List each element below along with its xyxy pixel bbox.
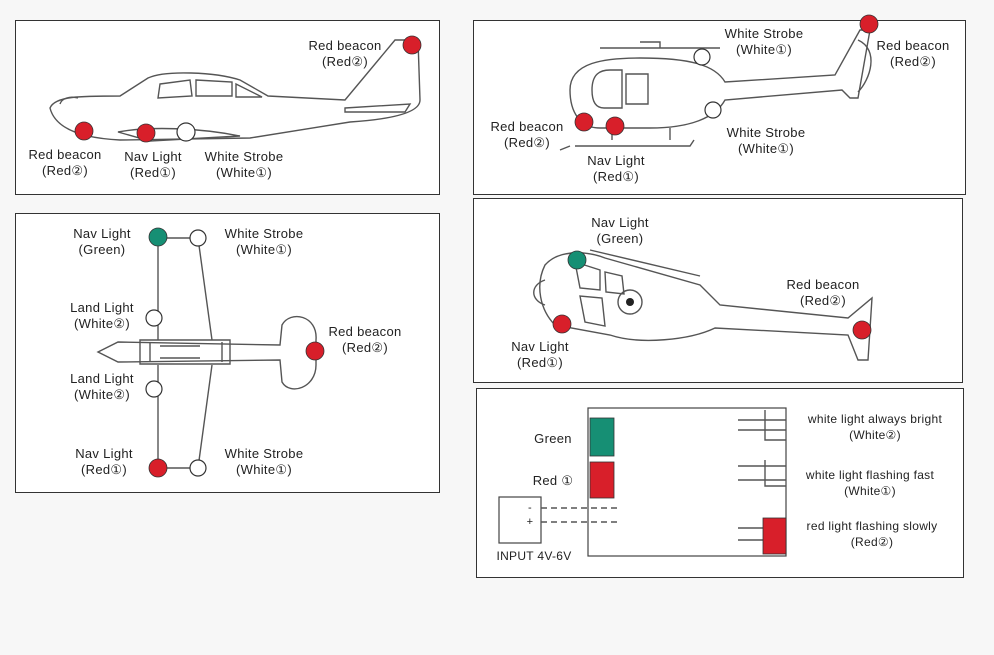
label-input-minus: -: [528, 502, 532, 514]
red-beacon-tail-light: [402, 35, 422, 55]
heli-angle-drawing: [533, 249, 873, 361]
heli-angle-panel: [473, 198, 963, 383]
plane-top-panel: [15, 213, 440, 493]
label-red-beacon-tail: Red beacon(Red②): [308, 38, 382, 69]
label-nav-light: Nav Light(Red①): [124, 149, 182, 180]
land-light-upper: [145, 309, 163, 327]
label-top-strobe-bottom: White Strobe(White①): [224, 446, 304, 477]
label-out-flashing-fast: white light flashing fast(White①): [805, 468, 935, 498]
white-strobe-light: [176, 122, 196, 142]
heli-white-strobe-top-light: [693, 48, 711, 66]
label-heli-red-beacon-tail: Red beacon(Red②): [876, 38, 950, 69]
label-heli-white-strobe-bottom: White Strobe(White①): [726, 125, 806, 156]
green-wire-block: [589, 417, 615, 457]
label-wire-red: Red ①: [532, 473, 574, 488]
label-angle-red-beacon: Red beacon(Red②): [786, 277, 860, 308]
label-angle-nav-red: Nav Light(Red①): [511, 339, 569, 370]
heli-side-drawing: [559, 14, 879, 151]
label-top-strobe-top: White Strobe(White①): [224, 226, 304, 257]
label-red-beacon-nose: Red beacon(Red②): [28, 147, 102, 178]
nav-red-light-top: [148, 458, 168, 478]
heli-nav-red-angle-light: [552, 314, 572, 334]
wiring-drawing: [498, 407, 787, 557]
label-angle-nav-green: Nav Light(Green): [591, 215, 649, 246]
label-heli-white-strobe-top: White Strobe(White①): [724, 26, 804, 57]
land-light-lower: [145, 380, 163, 398]
label-heli-red-beacon-front: Red beacon(Red②): [490, 119, 564, 150]
label-white-strobe: White Strobe(White①): [204, 149, 284, 180]
heli-red-beacon-tail-light: [859, 14, 879, 34]
label-top-nav-green: Nav Light(Green): [73, 226, 131, 257]
red-output-block: [762, 517, 787, 555]
red-beacon-tail-light-top: [305, 341, 325, 361]
label-top-land-lower: Land Light(White②): [70, 371, 134, 402]
label-out-always-bright: white light always bright(White②): [807, 412, 943, 442]
label-input-plus: +: [526, 516, 534, 528]
plane-side-drawing: [49, 35, 422, 143]
heli-red-beacon-front-light: [574, 112, 594, 132]
nav-green-light: [148, 227, 168, 247]
input-battery-box: [498, 496, 542, 544]
label-top-nav-red: Nav Light(Red①): [75, 446, 133, 477]
heli-nav-red-light: [605, 116, 625, 136]
red-beacon-nose-light: [74, 121, 94, 141]
label-out-flashing-slowly: red light flashing slowly(Red②): [806, 519, 938, 549]
plane-side-panel: [15, 20, 440, 195]
label-heli-nav-light: Nav Light(Red①): [587, 153, 645, 184]
heli-nav-green-light: [567, 250, 587, 270]
white-strobe-top-light: [189, 229, 207, 247]
nav-red-light: [136, 123, 156, 143]
heli-white-strobe-bottom-light: [704, 101, 722, 119]
label-input-voltage: INPUT 4V-6V: [496, 549, 572, 563]
white-strobe-bottom-light: [189, 459, 207, 477]
label-top-red-beacon: Red beacon(Red②): [328, 324, 402, 355]
label-wire-green: Green: [534, 431, 572, 446]
heli-red-beacon-angle-light: [852, 320, 872, 340]
label-top-land-upper: Land Light(White②): [70, 300, 134, 331]
red-wire-block: [589, 461, 615, 499]
plane-top-drawing: [96, 227, 325, 478]
